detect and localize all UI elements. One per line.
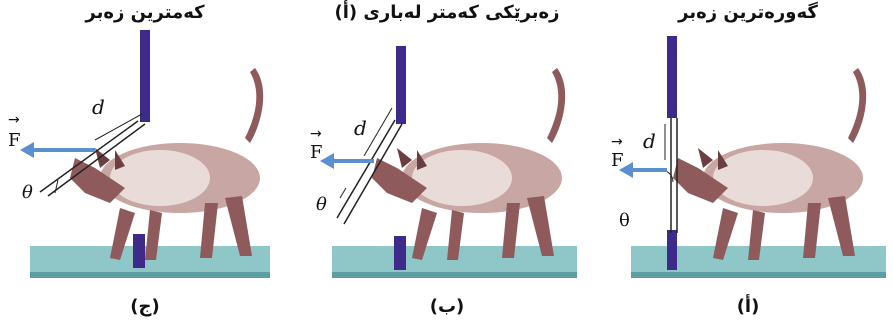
distance-line [363, 107, 393, 157]
force-arrow-head [320, 153, 334, 169]
panel-a-title: گەورەترین زەبر [678, 2, 818, 23]
panel-b-diagram: d F → θ [310, 46, 577, 278]
floor-edge [631, 272, 886, 278]
cat-illustration [372, 68, 566, 260]
panel-c: کەمترین زەبر d F → θ (ج) [0, 0, 290, 327]
panel-b: زەبرێکی کەمتر لەباری (أ) d F → θ (ب) [302, 0, 592, 327]
door-upper [667, 36, 677, 118]
door-upper [396, 46, 406, 124]
wrench-line-2 [336, 119, 396, 219]
wrench-line-1 [343, 123, 403, 225]
distance-line [94, 113, 143, 141]
door-lower [133, 234, 145, 268]
force-arrow-head [20, 142, 34, 158]
force-vector-mark: → [8, 112, 20, 128]
floor-edge [30, 272, 270, 278]
floor-edge [332, 272, 577, 278]
door-lower [394, 236, 406, 270]
angle-arc [339, 187, 347, 199]
angle-label: θ [316, 194, 327, 215]
cat-illustration [673, 68, 867, 260]
door-upper [140, 30, 150, 122]
force-label: F [310, 142, 323, 163]
cat-illustration [70, 68, 264, 260]
force-arrow-head [619, 162, 633, 178]
door-lower [667, 230, 677, 270]
wrench-line-1 [47, 123, 146, 197]
panel-b-title: زەبرێکی کەمتر لەباری (أ) [334, 2, 560, 23]
panel-c-title: کەمترین زەبر [85, 2, 205, 23]
panel-c-diagram: d F → θ [8, 30, 270, 278]
angle-label: θ [22, 182, 33, 203]
force-vector-mark: → [611, 134, 623, 150]
panel-c-label: (ج) [130, 296, 160, 317]
wrench-line-2 [39, 120, 139, 193]
panel-a-label: (أ) [736, 296, 760, 317]
distance-label: d [92, 95, 105, 119]
force-vector-mark: → [310, 126, 322, 142]
panel-a: گەورەترین زەبر d F → θ (أ) [603, 0, 893, 327]
distance-label: d [643, 129, 656, 153]
panel-a-diagram: d F → θ [611, 36, 886, 278]
panel-b-label: (ب) [429, 296, 465, 317]
force-label: F [611, 150, 624, 171]
angle-arc [54, 179, 59, 194]
distance-label: d [354, 116, 367, 140]
angle-label: θ [619, 210, 630, 231]
force-label: F [8, 130, 21, 151]
